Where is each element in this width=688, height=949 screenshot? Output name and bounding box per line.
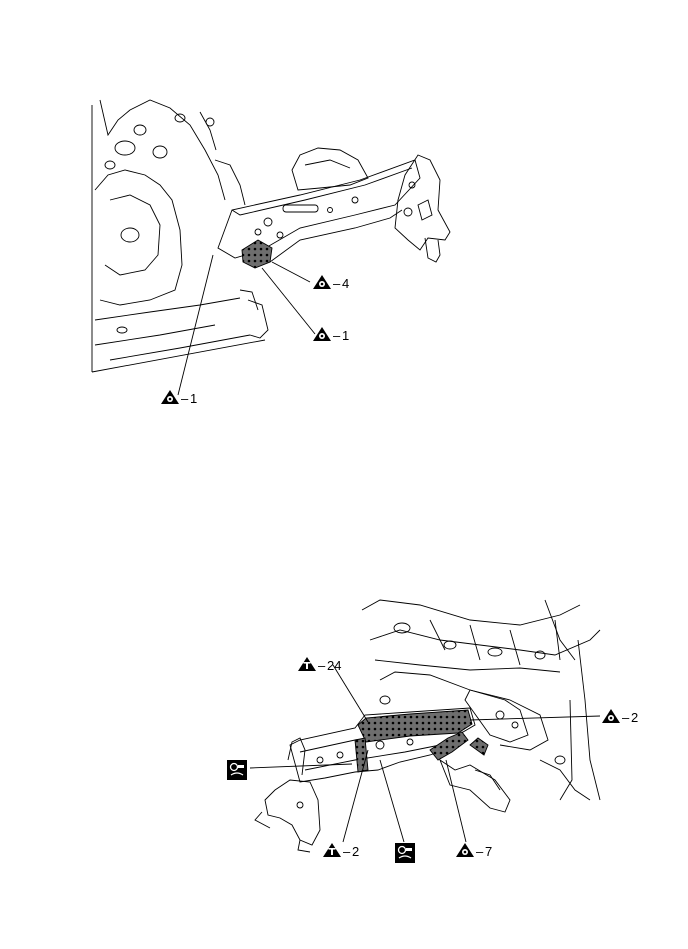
spot-weld-triangle-icon [456, 843, 474, 857]
spot-weld-triangle-icon [313, 327, 331, 341]
callout-weld-c-count: 1 [190, 391, 197, 406]
callout-mig-a: – 24 [298, 657, 341, 673]
top-diagram [91, 99, 451, 396]
callout-weld-b-count: 1 [342, 328, 349, 343]
callout-dash: – [181, 391, 189, 406]
callout-dash: – [622, 710, 630, 725]
spot-weld-triangle-icon [602, 709, 620, 723]
mig-weld-triangle-icon [298, 657, 316, 671]
callout-dash: – [318, 658, 326, 673]
mig-weld-triangle-icon [323, 843, 341, 857]
callout-mig-b-count: 2 [352, 844, 359, 859]
callout-weld-c: – 1 [161, 390, 197, 406]
callout-weld-a-count: 4 [342, 276, 349, 291]
callout-mig-b: – 2 [323, 843, 359, 859]
callout-dash: – [333, 276, 341, 291]
sealer-gun-icon [227, 760, 247, 780]
callout-dash: – [476, 844, 484, 859]
callout-weld-a: – 4 [313, 275, 349, 291]
callout-spot-a: – 2 [602, 709, 638, 725]
callout-mig-a-count: 24 [327, 658, 341, 673]
callout-spot-b: – 7 [456, 843, 492, 859]
callout-weld-b: – 1 [313, 327, 349, 343]
sealer-gun-icon [395, 843, 415, 863]
bottom-diagram [249, 599, 601, 853]
spot-weld-triangle-icon [161, 390, 179, 404]
spot-weld-triangle-icon [313, 275, 331, 289]
callout-dash: – [333, 328, 341, 343]
callout-dash: – [343, 844, 351, 859]
callout-spot-a-count: 2 [631, 710, 638, 725]
callout-spot-b-count: 7 [485, 844, 492, 859]
